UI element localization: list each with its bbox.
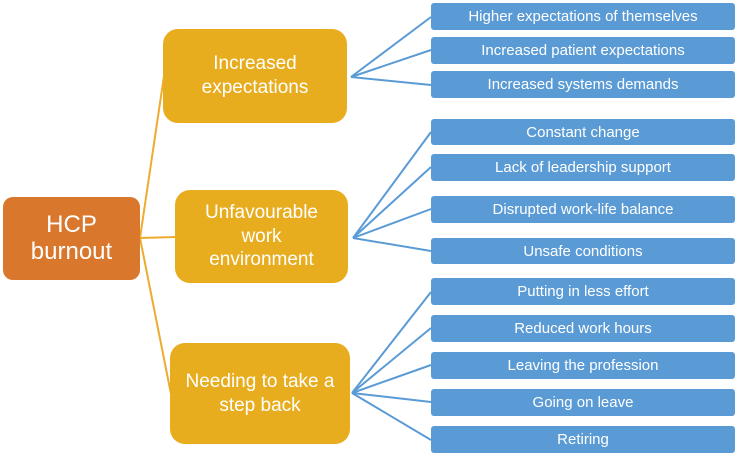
branch-node-increased-expectations: Increased expectations [163, 29, 347, 123]
leaf-node-disrupted-work-life-balance: Disrupted work-life balance [431, 196, 735, 223]
branch-node-label: Needing to take a step back [185, 370, 335, 416]
leaf-node-going-on-leave: Going on leave [431, 389, 735, 416]
branch-node-needing-to-take-a-step-back: Needing to take a step back [170, 343, 350, 444]
leaf-node-increased-systems-demands: Increased systems demands [431, 71, 735, 98]
leaf-node-unsafe-conditions: Unsafe conditions [431, 238, 735, 264]
connector-branch2-to-leaf-4 [352, 237, 432, 252]
connector-branch1-to-leaf-3 [350, 76, 432, 86]
root-node-label: HCP burnout [30, 211, 113, 265]
connector-branch3-to-leaf-2 [351, 327, 432, 394]
leaf-node-constant-change: Constant change [431, 119, 735, 145]
connector-branch3-to-leaf-5 [351, 392, 432, 441]
leaf-node-putting-in-less-effort: Putting in less effort [431, 278, 735, 305]
connector-branch3-to-leaf-4 [351, 392, 432, 403]
connector-root-to-branch-3 [139, 237, 172, 395]
connector-root-to-branch-1 [139, 75, 165, 239]
leaf-node-higher-expectations-of-themselves: Higher expectations of themselves [431, 3, 735, 30]
connector-branch1-to-leaf-2 [350, 49, 432, 78]
leaf-node-lack-of-leadership-support: Lack of leadership support [431, 154, 735, 181]
branch-node-label: Increased expectations [201, 53, 309, 98]
root-node-hcp-burnout: HCP burnout [3, 197, 140, 280]
connector-branch1-to-leaf-1 [350, 16, 432, 78]
leaf-node-leaving-the-profession: Leaving the profession [431, 352, 735, 379]
connector-branch2-to-leaf-3 [352, 208, 432, 239]
connector-branch2-to-leaf-2 [352, 166, 432, 239]
leaf-node-reduced-work-hours: Reduced work hours [431, 315, 735, 342]
connector-branch2-to-leaf-1 [352, 131, 432, 239]
branch-node-unfavourable-work-environment: Unfavourable work environment [175, 190, 348, 283]
leaf-node-increased-patient-expectations: Increased patient expectations [431, 37, 735, 64]
connector-root-to-branch-2 [139, 236, 177, 239]
leaf-node-retiring: Retiring [431, 426, 735, 453]
connector-branch3-to-leaf-3 [351, 364, 432, 394]
branch-node-label: Unfavourable work environment [204, 201, 319, 271]
connector-branch3-to-leaf-1 [351, 291, 432, 394]
